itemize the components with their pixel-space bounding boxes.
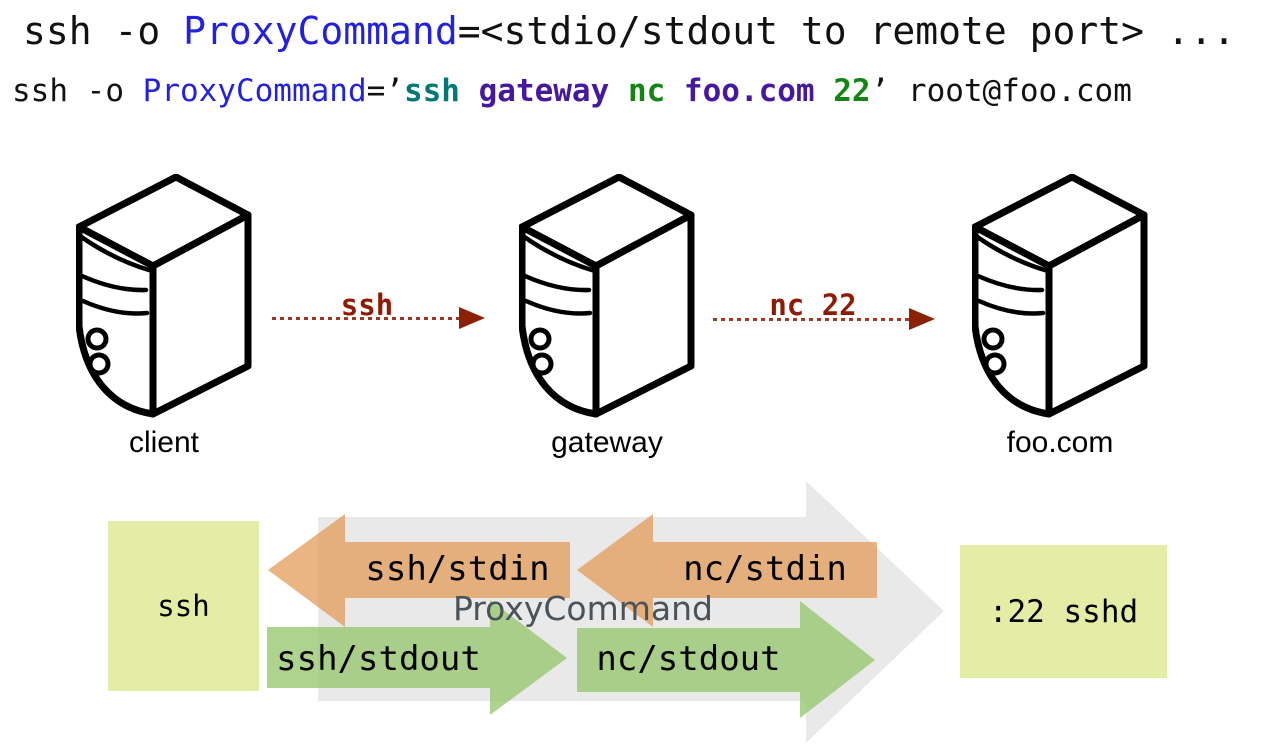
server-tower-icon <box>76 174 252 418</box>
ssh-client-box: ssh <box>108 521 259 691</box>
dotted-line <box>713 318 911 321</box>
cmd2-gateway: gateway <box>459 73 628 109</box>
arrowhead-right-icon <box>459 307 485 329</box>
link-ssh-label: ssh <box>340 288 394 322</box>
server-tower-icon <box>519 174 695 418</box>
cmd-suffix: =<stdio/stdout to remote port> ... <box>457 9 1236 53</box>
ssh-client-box-label: ssh <box>157 589 210 623</box>
link-nc22-label: nc 22 <box>769 288 857 322</box>
ssh-stdout-label: ssh/stdout <box>276 639 481 679</box>
dotted-line <box>272 317 462 320</box>
proxycommand-keyword-2: ProxyCommand <box>142 73 367 109</box>
sshd-server-box: :22 sshd <box>960 545 1167 678</box>
server-label-foocom: foo.com <box>1006 426 1114 459</box>
sshd-server-box-label: :22 sshd <box>988 593 1139 630</box>
proxycommand-center-label: ProxyCommand <box>452 589 713 628</box>
nc-stdout-label: nc/stdout <box>596 639 781 679</box>
title-command: ssh -o ProxyCommand=<stdio/stdout to rem… <box>23 12 1236 50</box>
proxycommand-keyword: ProxyCommand <box>183 9 458 53</box>
cmd2-tail: ’ root@foo.com <box>870 73 1132 109</box>
cmd2-foocom: foo.com <box>665 73 834 109</box>
arrowhead-right-icon <box>909 308 935 330</box>
example-command: ssh -o ProxyCommand=’ssh gateway nc foo.… <box>12 76 1132 107</box>
proxycommand-big-arrow <box>318 481 944 743</box>
cmd2-port: 22 <box>833 73 871 109</box>
nc-stdin-label: nc/stdin <box>683 549 847 589</box>
ssh-stdin-label: ssh/stdin <box>365 549 550 589</box>
cmd2-ssh: ssh <box>403 73 460 109</box>
server-label-gateway: gateway <box>551 426 663 459</box>
cmd2-equals-quote: =’ <box>366 73 404 109</box>
cmd2-nc: nc <box>627 73 666 109</box>
server-tower-icon <box>972 174 1148 418</box>
server-label-client: client <box>128 426 200 459</box>
cmd2-prefix: ssh -o <box>12 73 143 109</box>
cmd-prefix: ssh -o <box>23 9 184 53</box>
